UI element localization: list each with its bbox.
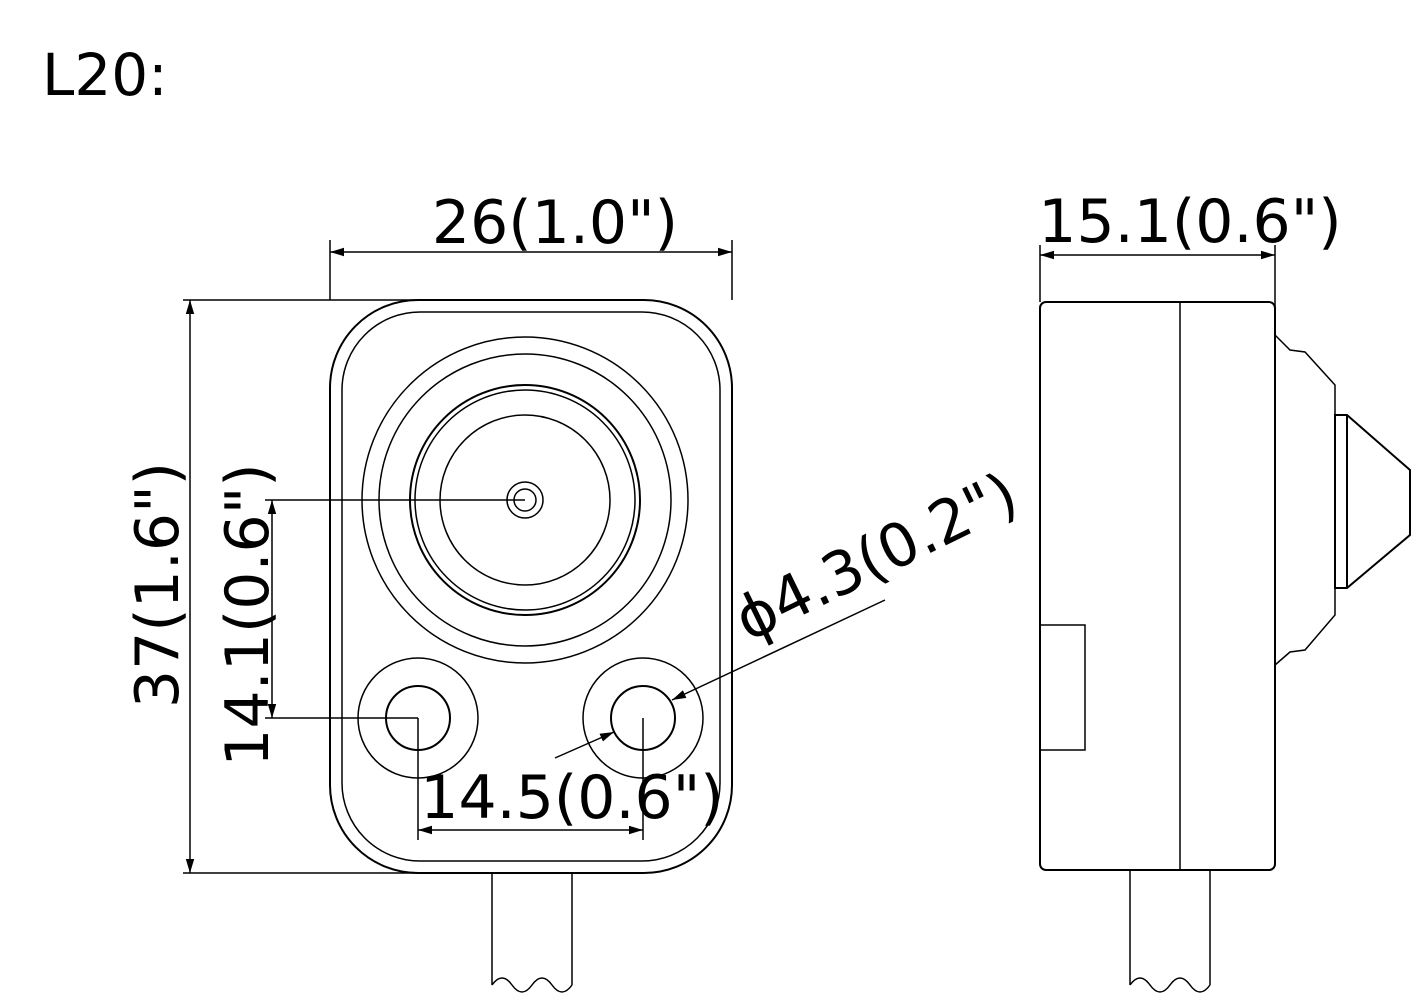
side-view: 15.1(0.6"): [1038, 187, 1411, 993]
lens-cone: [1334, 414, 1411, 589]
drawing-title: L20:: [42, 41, 168, 109]
cable: [491, 873, 573, 993]
front-view: 26(1.0") 37(1.6") 14.1(0.6") 14.5(0.6") …: [123, 188, 1029, 993]
side-body-outline: [1039, 301, 1276, 871]
body-inner-outline: [341, 311, 721, 862]
body-outline: [329, 299, 733, 874]
side-cable: [1129, 870, 1211, 993]
lens-housing: [1274, 334, 1336, 666]
side-tab: [1039, 624, 1086, 751]
lens-offset-dimension: 14.1(0.6"): [213, 463, 283, 766]
width-dimension: 26(1.0"): [432, 188, 678, 258]
hole-diameter-dimension: ϕ4.3(0.2"): [724, 459, 1029, 656]
height-dimension: 37(1.6"): [123, 462, 193, 708]
depth-dimension: 15.1(0.6"): [1038, 187, 1341, 257]
hole-spacing-dimension: 14.5(0.6"): [420, 763, 723, 833]
